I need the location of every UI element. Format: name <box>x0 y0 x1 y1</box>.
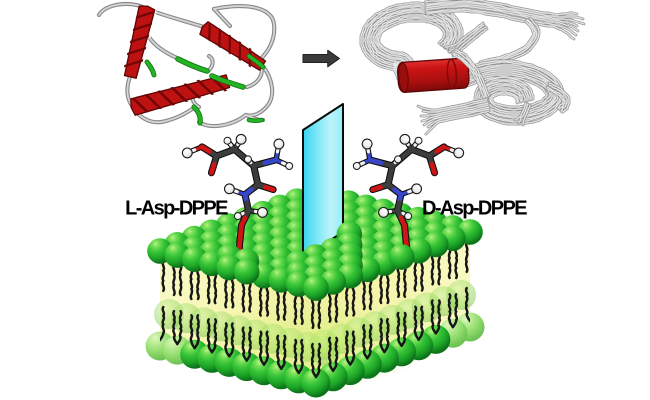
protein-sheets <box>144 53 266 126</box>
label-right-molecule: D-Asp-DPPE <box>422 198 527 220</box>
protein-ribbon <box>96 1 277 129</box>
fibril-core-cylinder <box>396 57 470 93</box>
transition-arrow-icon <box>302 49 340 68</box>
fibril-bundle <box>359 0 586 136</box>
molecule-l-asp-dppe <box>181 133 294 255</box>
label-left-molecule: L-Asp-DPPE <box>125 198 228 220</box>
